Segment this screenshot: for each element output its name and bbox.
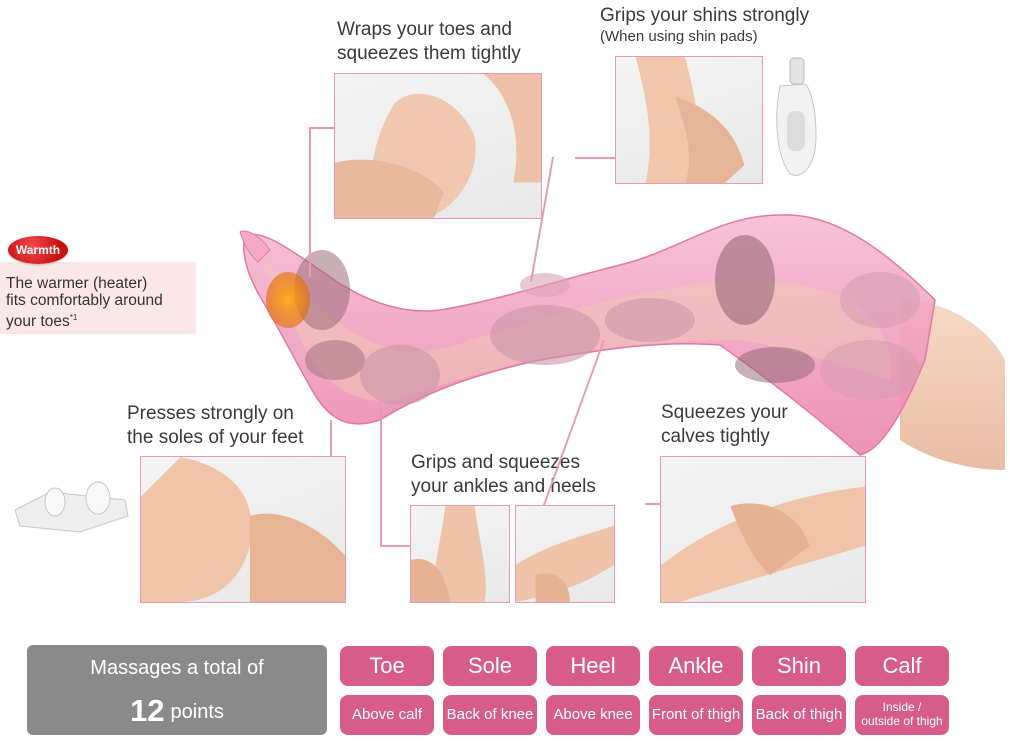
photo-soles: [140, 456, 346, 603]
point-sole: Sole: [443, 646, 537, 686]
point-inside-outside-thigh: Inside / outside of thigh: [855, 695, 949, 735]
caption-toes-line-1: Wraps your toes and: [337, 19, 512, 40]
caption-shins-sub: (When using shin pads): [600, 28, 758, 45]
leader-calves-h: [645, 503, 661, 505]
caption-toes-line-2: squeezes them tightly: [337, 43, 521, 64]
photo-calves: [660, 456, 866, 603]
leader-shins-h: [575, 157, 615, 159]
warmth-callout-box: [0, 262, 196, 334]
warmth-description: The warmer (heater) fits comfortably aro…: [6, 275, 196, 330]
warmth-line-2: fits comfortably around: [6, 292, 163, 309]
leader-toes-v: [309, 127, 311, 277]
caption-shins-line-1: Grips your shins strongly: [600, 5, 810, 26]
leader-toes-h: [309, 127, 335, 129]
point-back-of-knee: Back of knee: [443, 695, 537, 735]
caption-shins: Grips your shins strongly (When using sh…: [600, 4, 809, 46]
warmth-line-3: your toes: [6, 313, 70, 331]
warmth-line-1: The warmer (heater): [6, 275, 148, 292]
caption-soles-line-1: Presses strongly on: [127, 403, 294, 424]
photo-ankles: [410, 505, 510, 603]
photo-heels: [515, 505, 615, 603]
point-above-knee: Above knee: [546, 695, 640, 735]
point-ankle: Ankle: [649, 646, 743, 686]
caption-calves-line-2: calves tightly: [661, 426, 770, 447]
point-heel: Heel: [546, 646, 640, 686]
warmth-badge: Warmth: [8, 236, 68, 264]
photo-toes: [334, 73, 542, 219]
caption-ankles-line-2: your ankles and heels: [411, 476, 596, 497]
summary-suffix: points: [170, 701, 224, 723]
caption-soles: Presses strongly on the soles of your fe…: [127, 402, 303, 450]
caption-soles-line-2: the soles of your feet: [127, 427, 304, 448]
leader-ankles-h: [380, 545, 410, 547]
caption-ankles: Grips and squeezes your ankles and heels: [411, 451, 596, 499]
shin-pad-icon: [776, 57, 817, 176]
photo-shins: [615, 56, 763, 184]
point-back-of-thigh: Back of thigh: [752, 695, 846, 735]
caption-calves: Squeezes your calves tightly: [661, 401, 788, 449]
sole-pad-icon: [14, 481, 129, 533]
point-front-of-thigh: Front of thigh: [649, 695, 743, 735]
caption-ankles-line-1: Grips and squeezes: [411, 452, 580, 473]
caption-calves-line-1: Squeezes your: [661, 402, 788, 423]
point-inside-outside-line-1: Inside /: [882, 700, 922, 714]
point-above-calf: Above calf: [340, 695, 434, 735]
point-inside-outside-line-2: outside of thigh: [861, 714, 943, 728]
warmth-footnote: *1: [69, 313, 78, 322]
leader-ankles-v: [380, 395, 382, 545]
point-calf: Calf: [855, 646, 949, 686]
caption-toes: Wraps your toes and squeezes them tightl…: [337, 18, 521, 66]
leader-soles: [330, 420, 332, 456]
point-shin: Shin: [752, 646, 846, 686]
point-toe: Toe: [340, 646, 434, 686]
summary-prefix: Massages a total of: [90, 657, 264, 679]
summary-count: 12: [130, 693, 165, 728]
